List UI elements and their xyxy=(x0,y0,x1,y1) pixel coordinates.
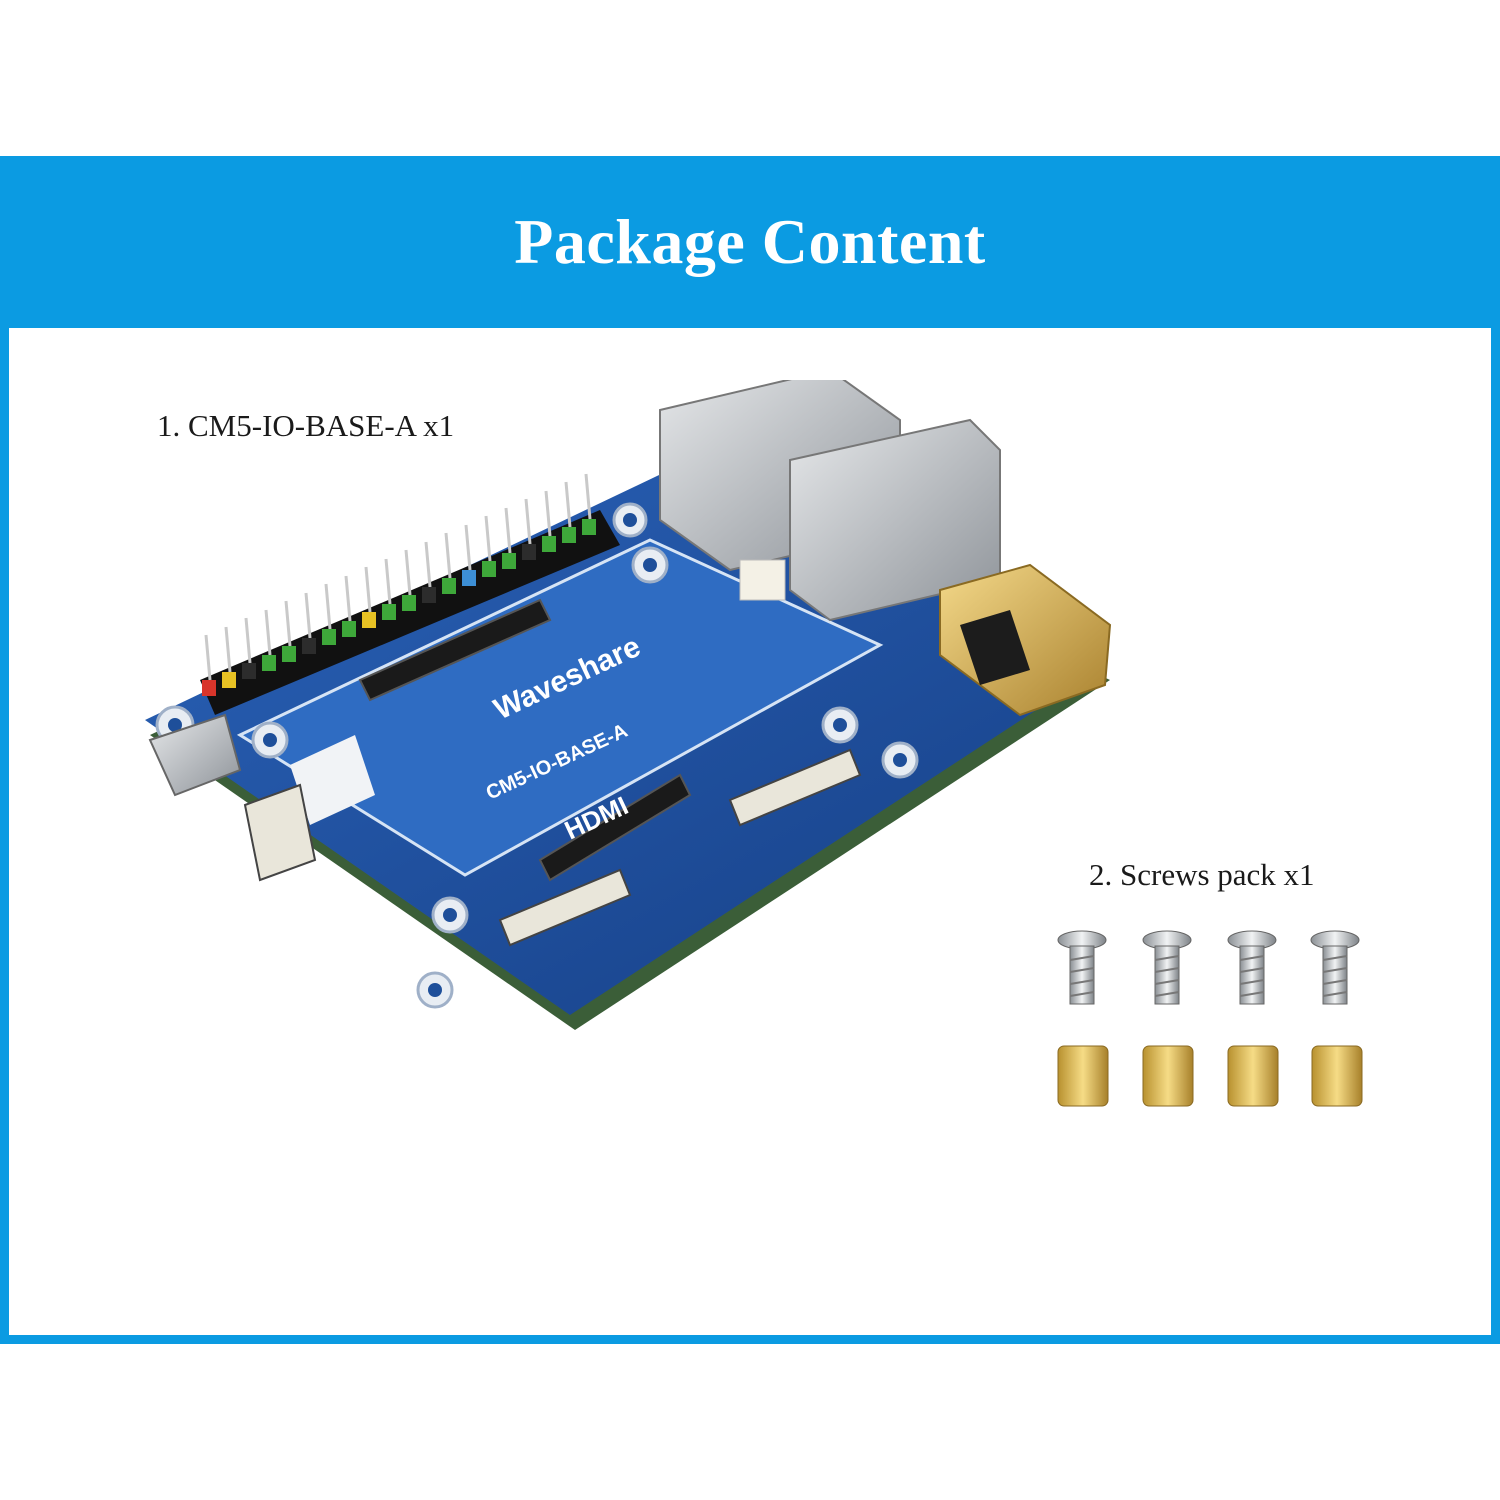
header-banner: Package Content xyxy=(9,165,1491,328)
standoff-2 xyxy=(1142,1045,1194,1107)
cm5-io-base-board-image: Waveshare CM5-IO-BASE-A HDMI xyxy=(145,380,1112,1030)
module-connector-bottom xyxy=(538,773,692,882)
standoff-1 xyxy=(1057,1045,1109,1107)
page-title: Package Content xyxy=(514,206,986,277)
module-connector-top xyxy=(358,598,552,702)
item-label-screws: 2. Screws pack x1 xyxy=(1089,857,1315,892)
usb-c-port xyxy=(148,713,242,797)
standoff-4 xyxy=(1311,1045,1363,1107)
white-label xyxy=(290,735,375,825)
standoff-3 xyxy=(1227,1045,1279,1107)
module-area xyxy=(236,538,884,877)
screws-pack-image xyxy=(1057,930,1363,1107)
item-label-board: 1. CM5-IO-BASE-A x1 xyxy=(157,408,455,443)
